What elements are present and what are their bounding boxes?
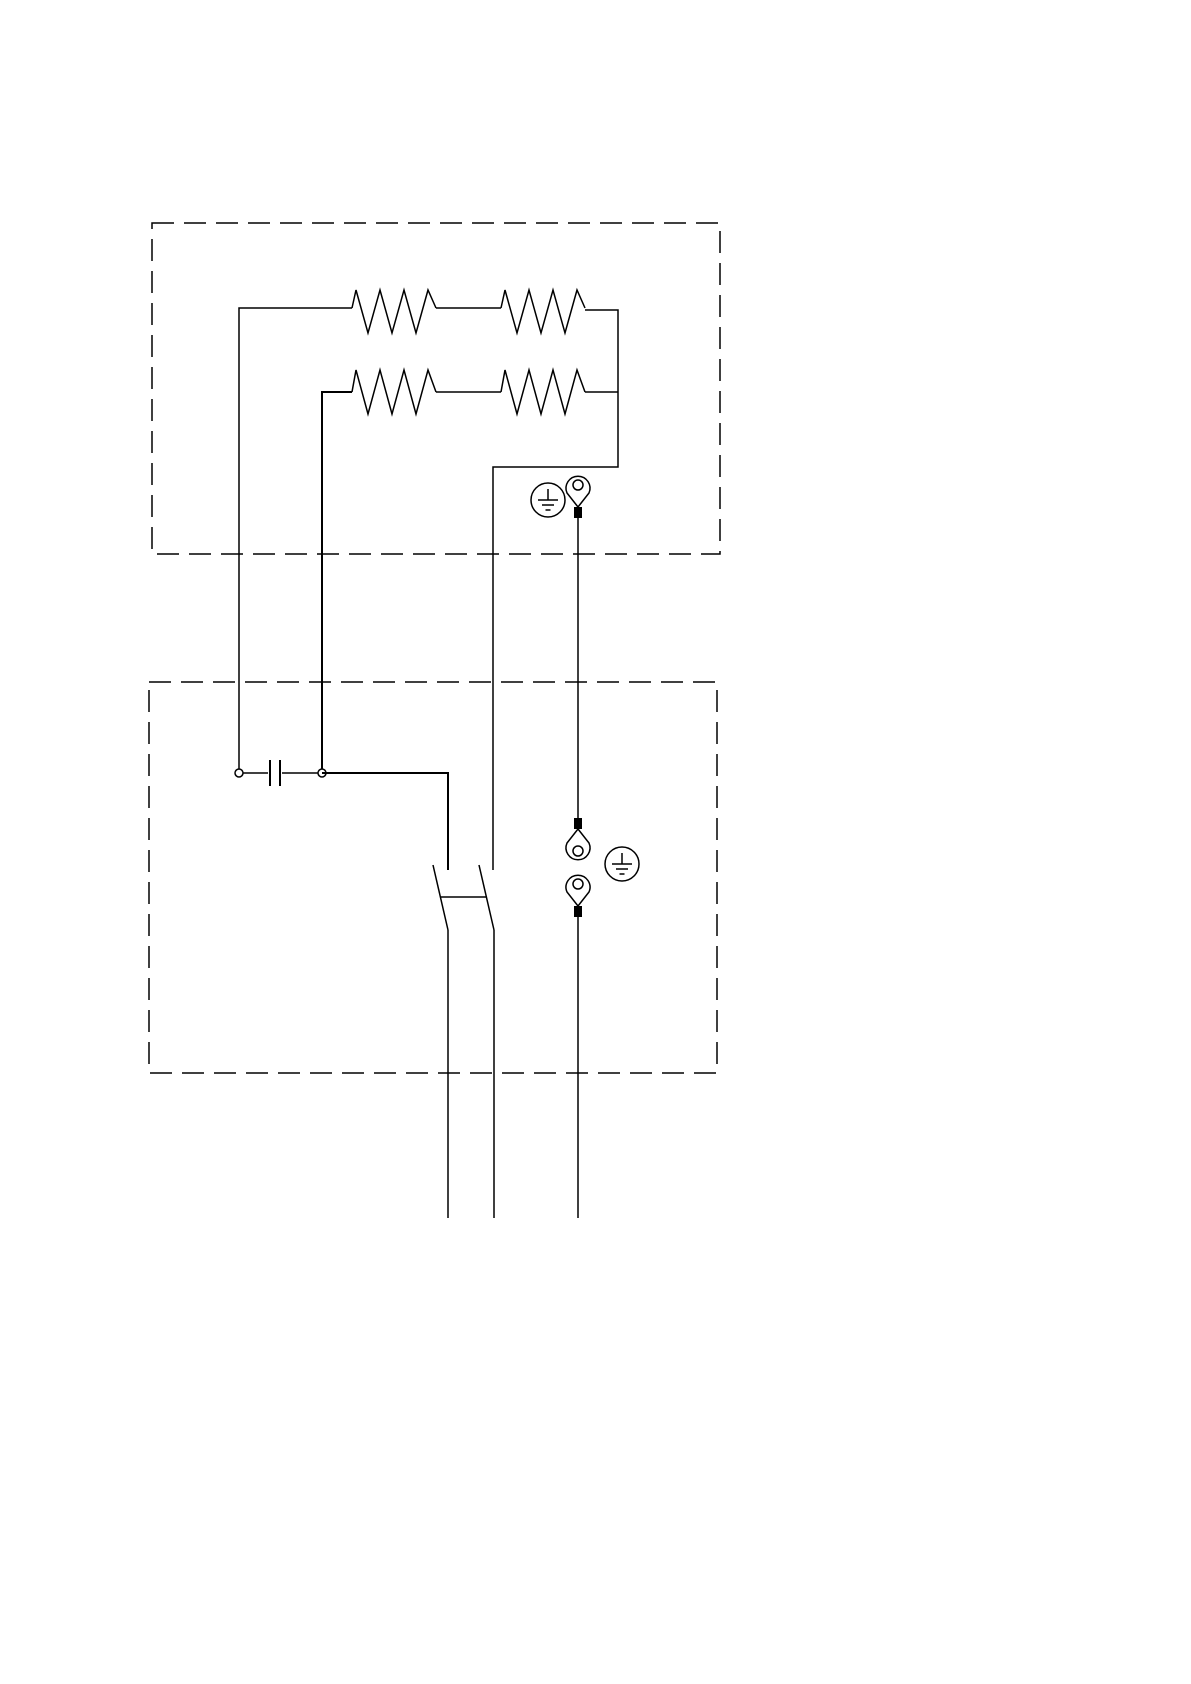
- heating-element-top-right: [501, 290, 585, 333]
- switch-feed-wire: [322, 773, 448, 870]
- ring-lug-lower-top: [566, 818, 590, 860]
- ring-lug-lower-bottom: [566, 875, 590, 917]
- heating-element-top-left: [352, 290, 436, 333]
- heating-element-bottom-left: [352, 370, 436, 414]
- resistor-zigzag-icon: [501, 290, 585, 333]
- terminal-node-left: [235, 769, 243, 777]
- upper-enclosure-border: [152, 223, 720, 554]
- resistor-zigzag-icon: [501, 370, 585, 414]
- double-pole-switch: [433, 865, 494, 1218]
- ground-symbol-lower: [605, 847, 639, 881]
- ring-lug-upper: [566, 476, 590, 518]
- upper-wiring: [239, 308, 618, 870]
- capacitor: [239, 760, 322, 786]
- resistor-zigzag-icon: [352, 290, 436, 333]
- ground-symbol-upper: [531, 483, 565, 517]
- heating-element-bottom-right: [501, 370, 585, 414]
- resistor-zigzag-icon: [352, 370, 436, 414]
